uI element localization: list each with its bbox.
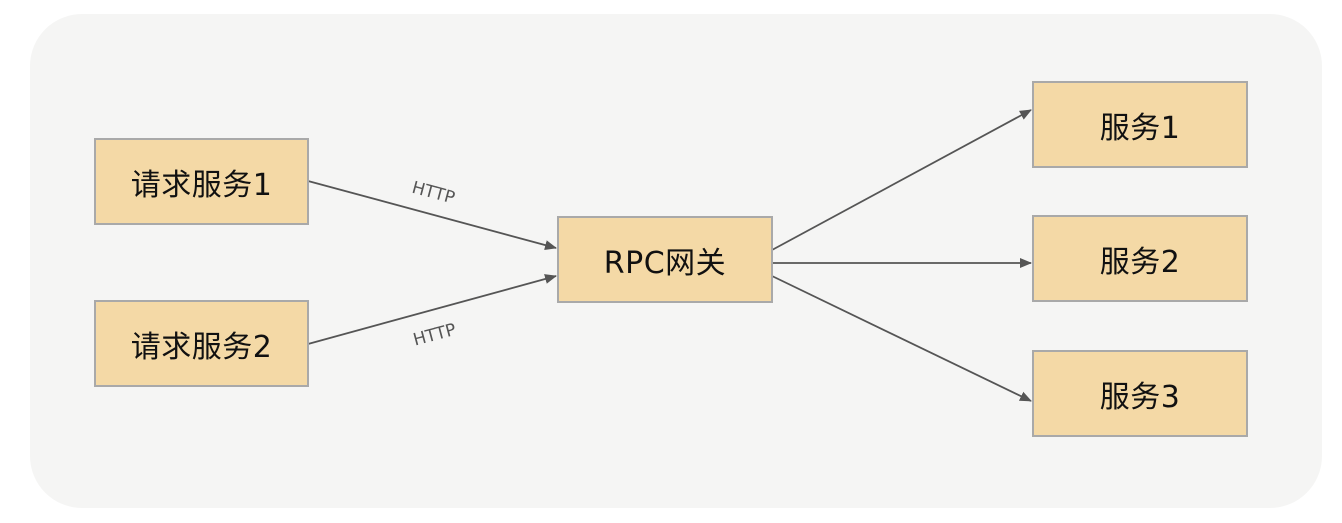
edge-client1-gateway <box>307 180 557 250</box>
edge-gateway-service1 <box>771 109 1032 251</box>
edge-label-client2-http: HTTP <box>411 320 458 351</box>
node-service2-label: 服务2 <box>1099 244 1181 280</box>
node-service3-label: 服务3 <box>1099 379 1181 415</box>
node-service1-label: 服务1 <box>1099 110 1181 146</box>
node-gateway-label: RPC网关 <box>603 245 727 281</box>
node-client1-label: 请求服务1 <box>130 167 273 203</box>
edge-gateway-service3 <box>771 275 1032 402</box>
node-client1: 请求服务1 <box>94 138 309 225</box>
node-service2: 服务2 <box>1032 215 1248 302</box>
edge-label-client1-http: HTTP <box>410 178 457 209</box>
node-service3: 服务3 <box>1032 350 1248 437</box>
node-gateway: RPC网关 <box>557 216 773 303</box>
node-client2-label: 请求服务2 <box>130 329 273 365</box>
node-service1: 服务1 <box>1032 81 1248 168</box>
edge-client2-gateway <box>307 274 557 345</box>
node-client2: 请求服务2 <box>94 300 309 387</box>
